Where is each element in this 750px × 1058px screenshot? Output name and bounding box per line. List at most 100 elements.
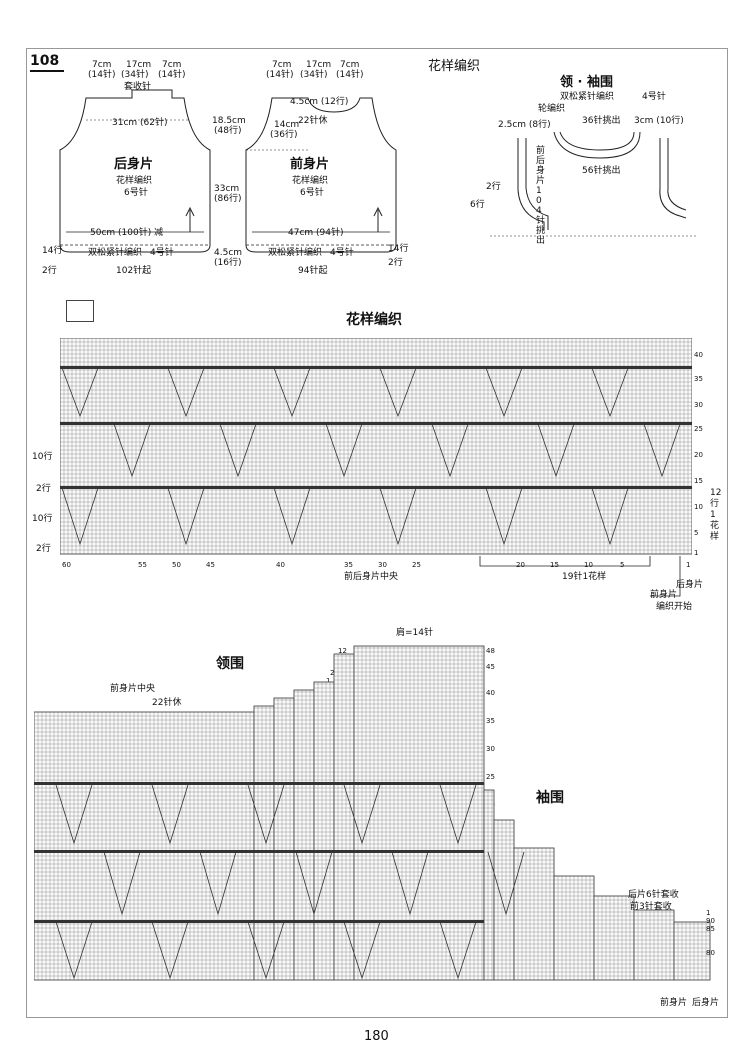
neck-shoulder: 肩=14针	[396, 628, 433, 638]
neck-row-40: 40	[486, 689, 495, 697]
trim-outline	[490, 131, 696, 237]
pattern-knitting-heading: 花样编织	[428, 59, 481, 74]
page-number-box: 108	[30, 50, 64, 72]
back-pattern: 花样编织	[116, 176, 153, 186]
neck-motif-3-c	[343, 921, 381, 980]
neck-chart-title: 领围	[216, 656, 244, 672]
front-top-left-sts: (14针)	[266, 70, 294, 80]
back-rib-needle: 4号针	[150, 248, 174, 258]
front-armhole: 18.5cm	[212, 116, 246, 126]
neck-motif-3-b	[391, 851, 429, 916]
neck-motif-2-c	[247, 921, 285, 980]
front-piece-outline	[245, 97, 397, 253]
neck-motif-1-b	[199, 851, 237, 916]
neck-step-7	[483, 789, 495, 981]
neck-motif-0-b	[103, 851, 141, 916]
pattern-col-35: 35	[344, 561, 353, 569]
neck-step-1	[253, 705, 275, 981]
pattern-row-1: 1	[694, 549, 699, 557]
page-frame	[26, 48, 728, 1018]
neck-band-1	[34, 850, 484, 853]
pattern-bracket-lines	[479, 556, 681, 597]
page-number: 108	[30, 53, 60, 69]
pattern-motif-4-a	[485, 367, 523, 418]
back-cast-on: 102针起	[116, 266, 152, 276]
arm-row-1: 1	[706, 909, 711, 917]
pattern-col-20: 20	[516, 561, 525, 569]
neck-motif-1-c	[151, 921, 189, 980]
front-top-left: 7cm	[272, 60, 292, 70]
trim-round-knit: 轮编织	[538, 104, 566, 114]
neck-motif-2-b	[295, 851, 333, 916]
front-body-rows: (86行)	[214, 194, 242, 204]
back-rib-rows: 14行	[42, 246, 63, 256]
pattern-grid-cells	[60, 338, 692, 555]
front-pattern: 花样编织	[292, 176, 329, 186]
pattern-col-55: 55	[138, 561, 147, 569]
trim-g: 6行	[470, 200, 485, 210]
pattern-col-10: 10	[584, 561, 593, 569]
pattern-repeat: 19针1花样	[562, 572, 607, 582]
back-bind-off: 套收针	[124, 82, 152, 92]
pattern-col-15: 15	[550, 561, 559, 569]
pattern-band-2	[60, 486, 692, 489]
neck-row-35: 35	[486, 717, 495, 725]
neck-front-center: 前身片中央	[110, 684, 156, 694]
neck-motif-2-a	[247, 784, 285, 845]
pattern-front-label: 前身片	[650, 590, 678, 600]
neck-motif-0-a	[55, 784, 93, 845]
pattern-left-label-3: 10行	[32, 514, 53, 524]
neck-band-0	[34, 782, 484, 785]
neck-step-13	[673, 921, 711, 981]
arm-row-80: 80	[706, 949, 715, 957]
pattern-motif-2-a	[273, 367, 311, 418]
trim-d: 56针挑出	[582, 166, 621, 176]
pattern-row-25: 25	[694, 425, 703, 433]
pattern-motif-0-b	[113, 423, 151, 478]
neck-band-2	[34, 920, 484, 923]
pattern-row-20: 20	[694, 451, 703, 459]
back-top-right: 7cm	[162, 60, 182, 70]
back-top-mid-sts: (34针)	[121, 70, 149, 80]
pattern-motif-3-c	[379, 487, 417, 546]
pattern-chart-title: 花样编织	[346, 312, 402, 328]
pattern-band-0	[60, 366, 692, 369]
arm-row-85: 85	[706, 925, 715, 933]
front-armhole-rows: (48行)	[214, 126, 242, 136]
neck-motif-4-a	[439, 784, 477, 845]
front-cast-on: 94针起	[298, 266, 328, 276]
trim-title: 领 · 袖围	[560, 75, 613, 90]
pattern-motif-2-c	[273, 487, 311, 546]
pattern-motif-4-c	[485, 487, 523, 546]
arm-front-label: 前身片	[660, 998, 688, 1008]
front-rib-len: 4.5cm	[214, 248, 243, 258]
neck-chart-grid	[34, 645, 711, 981]
front-neck-depth: 4.5cm (12行)	[290, 97, 349, 107]
pattern-band-1	[60, 422, 692, 425]
front-piece-name: 前身片	[290, 157, 330, 172]
pattern-back-label: 后身片	[676, 580, 704, 590]
pattern-row-35: 35	[694, 375, 703, 383]
armhole-chart-title: 袖围	[536, 790, 564, 806]
neck-step-3	[293, 689, 315, 981]
front-side-a: 14cm	[274, 120, 300, 130]
front-top-right-sts: (14针)	[336, 70, 364, 80]
pattern-row-30: 30	[694, 401, 703, 409]
pattern-repeat-rows: 12行1花样	[710, 488, 722, 542]
pattern-col-50: 50	[172, 561, 181, 569]
back-top-mid: 17cm	[126, 60, 152, 70]
pattern-left-label-2: 2行	[36, 484, 51, 494]
pattern-col-25: 25	[412, 561, 421, 569]
trim-needle: 4号针	[642, 92, 666, 102]
neck-motif-4-c	[439, 921, 477, 980]
neck-side-1: 1	[326, 677, 331, 685]
trim-a: 2.5cm (8行)	[498, 120, 551, 130]
pattern-row-5: 5	[694, 529, 699, 537]
back-piece-name: 后身片	[114, 157, 154, 172]
page-footer: 180	[364, 1029, 389, 1044]
pattern-motif-1-b	[219, 423, 257, 478]
neck-motif-3-a	[343, 784, 381, 845]
pattern-left-label-4: 2行	[36, 544, 51, 554]
arm-front-bind: 前3针套收	[630, 902, 672, 912]
pattern-col-40: 40	[276, 561, 285, 569]
